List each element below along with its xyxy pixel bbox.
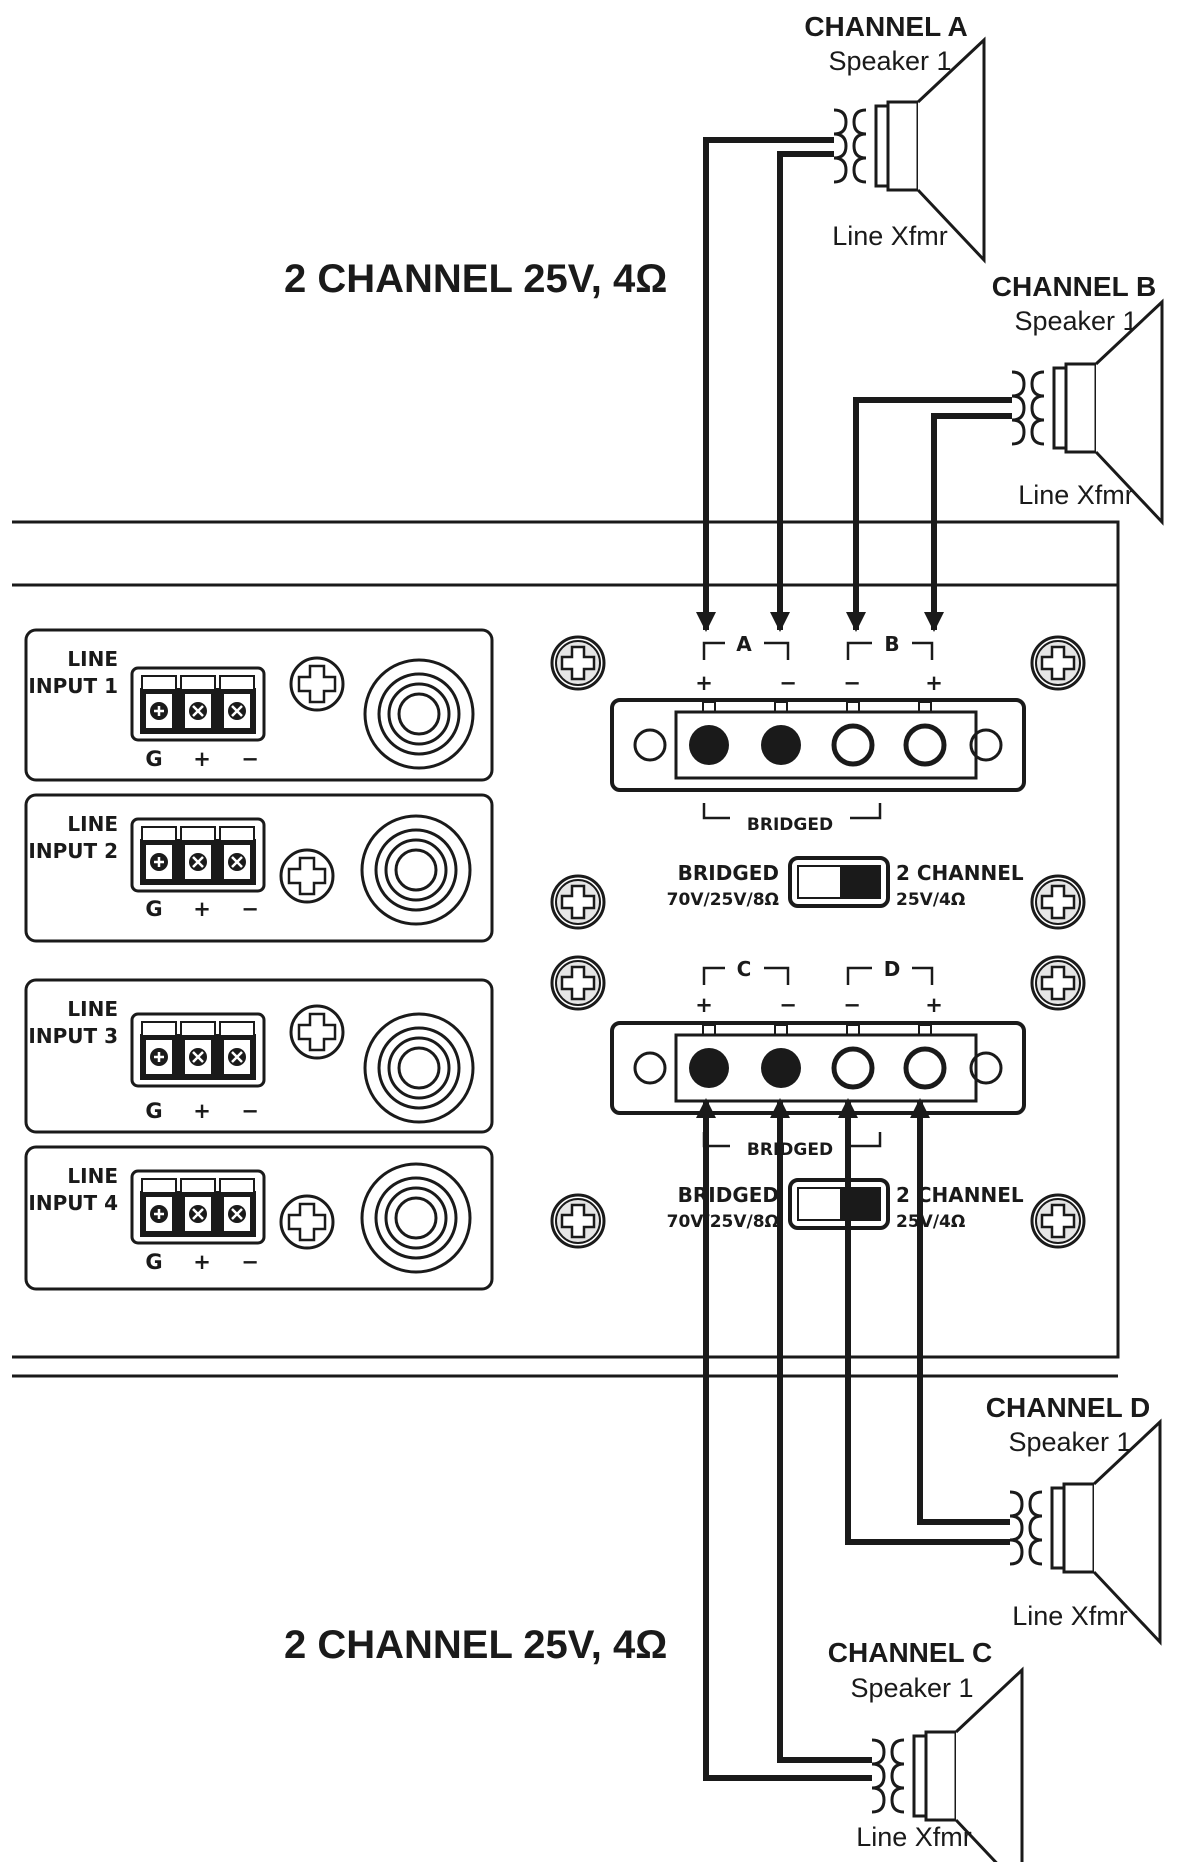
terminal-polarity-b-plus: + [925, 671, 943, 695]
line-input-3-rca-jack[interactable] [363, 1012, 475, 1124]
line-input-3-line-label: LINE [67, 997, 118, 1021]
speaker-channel-d: CHANNEL D Speaker 1 Line Xfmr [986, 1392, 1162, 1644]
channel-b-bracket-label: B [884, 632, 899, 656]
line-input-2: LINE INPUT 2 G + − [24, 793, 494, 943]
line-input-1-connector[interactable] [130, 666, 266, 742]
channel-d-speaker-label: Speaker 1 [1008, 1427, 1131, 1457]
terminal-polarity-c-plus: + [695, 993, 713, 1017]
channel-d-label: CHANNEL D [986, 1392, 1150, 1423]
channel-b-label: CHANNEL B [992, 271, 1156, 302]
line-input-1-line-label: LINE [67, 647, 118, 671]
line-input-3-pin-minus: − [241, 1099, 259, 1123]
wire-c-minus [770, 1098, 872, 1763]
rack-screw [550, 635, 606, 691]
rack-screw [550, 955, 606, 1011]
terminal-polarity-c-minus: − [779, 993, 797, 1017]
line-input-2-rca-jack[interactable] [360, 814, 472, 926]
speaker-channel-c: CHANNEL C Speaker 1 Line Xfmr [828, 1637, 1024, 1862]
channel-c-bracket-label: C [737, 957, 752, 981]
rack-screw [1030, 874, 1086, 930]
switch-cd-2channel-label: 2 CHANNEL [896, 1183, 1024, 1207]
switch-cd-bridged-sub: 70V/25V/8Ω [667, 1212, 779, 1232]
line-input-2-pin-g: G [145, 897, 162, 921]
line-input-1-rca-jack[interactable] [363, 658, 475, 770]
channel-a-xfmr-label: Line Xfmr [832, 221, 948, 251]
line-input-4-pin-minus: − [241, 1250, 259, 1274]
terminal-polarity-a-plus: + [695, 671, 713, 695]
line-input-2-connector[interactable] [130, 817, 266, 893]
line-input-3-level-pot[interactable] [289, 1004, 345, 1060]
line-input-4-level-pot[interactable] [279, 1194, 335, 1250]
output-block-cd: C D + − − + BRIDGED BRIDGED 70V/25V/8Ω 2… [612, 957, 1024, 1232]
heading-top: 2 CHANNEL 25V, 4Ω [284, 257, 667, 301]
wire-c-plus [696, 1098, 872, 1781]
line-input-3-connector[interactable] [130, 1012, 266, 1088]
rack-screw [550, 874, 606, 930]
speaker-channel-b: CHANNEL B Speaker 1 Line Xfmr [992, 271, 1164, 524]
line-input-2-label: INPUT 2 [28, 839, 118, 863]
terminal-polarity-d-plus: + [925, 993, 943, 1017]
channel-b-xfmr-label: Line Xfmr [1018, 480, 1134, 510]
line-input-4-line-label: LINE [67, 1164, 118, 1188]
line-input-4-connector[interactable] [130, 1169, 266, 1245]
wire-b-minus [846, 397, 1012, 632]
speaker-channel-a: CHANNEL A Speaker 1 Line Xfmr [804, 11, 986, 262]
channel-b-speaker-label: Speaker 1 [1014, 306, 1137, 336]
terminal-polarity-d-minus: − [843, 993, 861, 1017]
output-block-ab: A B + − − + BRIDGED BRIDGED 70V/25V/8Ω 2… [612, 632, 1024, 910]
bridged-bracket-label-cd: BRIDGED [747, 1140, 833, 1160]
line-input-3-pin-plus: + [193, 1099, 211, 1123]
line-input-1-pin-plus: + [193, 747, 211, 771]
line-input-4-rca-jack[interactable] [360, 1162, 472, 1274]
line-input-4-pin-plus: + [193, 1250, 211, 1274]
channel-a-speaker-label: Speaker 1 [828, 46, 951, 76]
line-input-1-level-pot[interactable] [289, 656, 345, 712]
rack-screw [1030, 1193, 1086, 1249]
terminal-polarity-a-minus: − [779, 671, 797, 695]
line-input-2-pin-plus: + [193, 897, 211, 921]
speaker-terminal-ab[interactable] [612, 700, 1024, 790]
mode-switch-cd[interactable] [788, 1178, 890, 1230]
line-input-4-pin-g: G [145, 1250, 162, 1274]
rack-screw [1030, 955, 1086, 1011]
speaker-terminal-cd[interactable] [612, 1023, 1024, 1113]
line-input-3-label: INPUT 3 [28, 1024, 118, 1048]
line-input-3: LINE INPUT 3 G + − [24, 978, 494, 1134]
channel-d-xfmr-label: Line Xfmr [1012, 1601, 1128, 1631]
line-input-4: LINE INPUT 4 G + − [24, 1145, 494, 1291]
rack-screw [1030, 635, 1086, 691]
wire-a-plus [696, 137, 834, 632]
line-input-2-line-label: LINE [67, 812, 118, 836]
line-input-1: LINE INPUT 1 G + − [24, 628, 494, 782]
line-input-1-label: INPUT 1 [28, 674, 118, 698]
terminal-polarity-b-minus: − [843, 671, 861, 695]
channel-a-label: CHANNEL A [804, 11, 967, 42]
switch-cd-2channel-sub: 25V/4Ω [896, 1212, 965, 1232]
wire-b-plus [924, 413, 1012, 632]
mode-switch-ab[interactable] [788, 856, 890, 908]
channel-c-speaker-label: Speaker 1 [850, 1673, 973, 1703]
line-input-4-label: INPUT 4 [28, 1191, 118, 1215]
switch-ab-2channel-label: 2 CHANNEL [896, 861, 1024, 885]
line-input-1-pin-g: G [145, 747, 162, 771]
switch-ab-bridged-sub: 70V/25V/8Ω [667, 890, 779, 910]
switch-cd-bridged-label: BRIDGED [678, 1183, 779, 1207]
line-input-3-pin-g: G [145, 1099, 162, 1123]
heading-bottom: 2 CHANNEL 25V, 4Ω [284, 1623, 667, 1667]
wire-d-plus [910, 1098, 1010, 1525]
wire-d-minus [838, 1098, 1010, 1545]
channel-d-bracket-label: D [884, 957, 901, 981]
line-input-2-level-pot[interactable] [279, 848, 335, 904]
switch-ab-bridged-label: BRIDGED [678, 861, 779, 885]
channel-c-xfmr-label: Line Xfmr [856, 1822, 972, 1852]
channel-c-label: CHANNEL C [828, 1637, 992, 1668]
line-input-2-pin-minus: − [241, 897, 259, 921]
wire-a-minus [770, 151, 834, 632]
rack-screw [550, 1193, 606, 1249]
bridged-bracket-label-ab: BRIDGED [747, 815, 833, 835]
line-input-1-pin-minus: − [241, 747, 259, 771]
channel-a-bracket-label: A [736, 632, 752, 656]
switch-ab-2channel-sub: 25V/4Ω [896, 890, 965, 910]
